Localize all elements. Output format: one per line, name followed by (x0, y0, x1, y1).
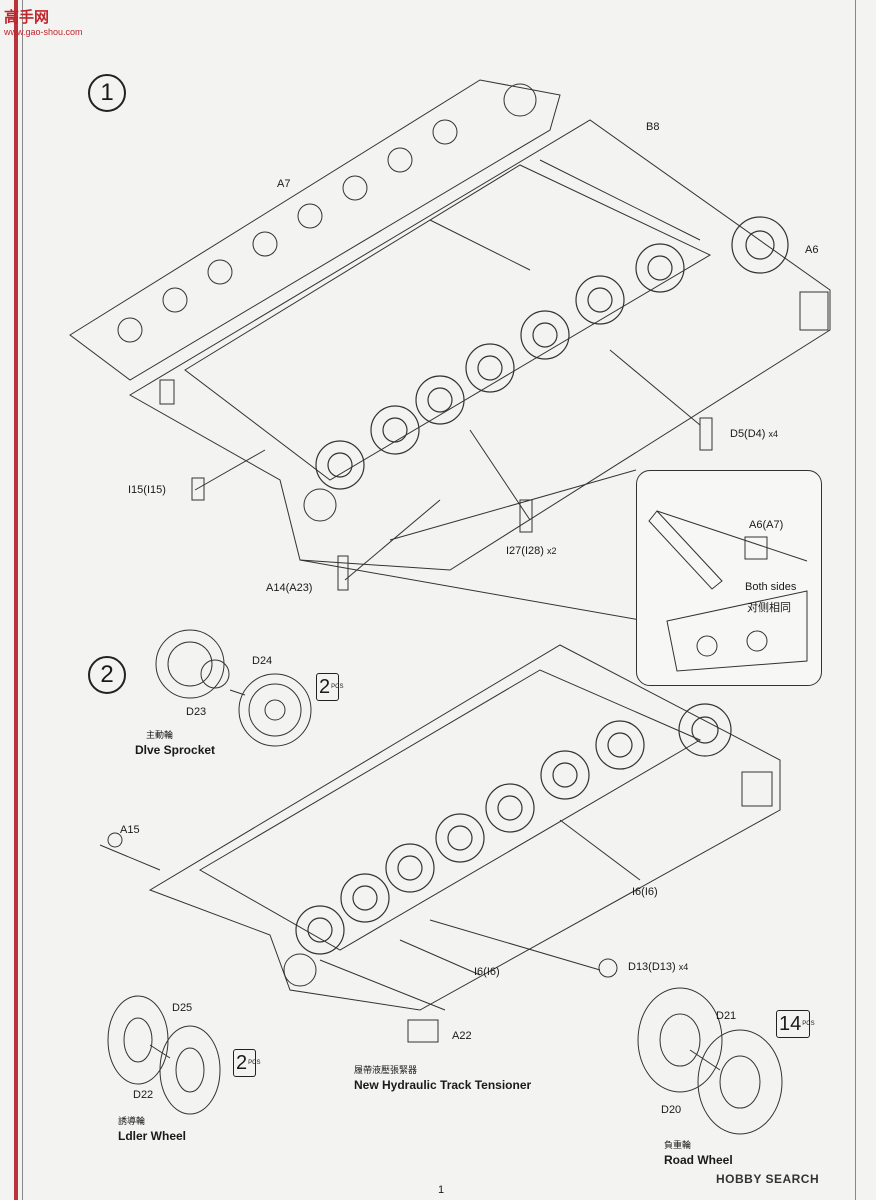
part-label-a7: A7 (277, 178, 291, 190)
roadwheel-caption-en: Road Wheel (664, 1153, 733, 1167)
inset-drawing (648, 510, 808, 672)
brand-watermark: HOBBY SEARCH (716, 1172, 820, 1186)
part-label-a6: A6 (805, 244, 819, 256)
idler-caption-cn: 誘導輪 (118, 1116, 146, 1126)
road-wheels-step1 (315, 216, 789, 490)
step-1-number: 1 (88, 74, 126, 112)
part-label-a14: A14(A23) (266, 582, 313, 594)
part-label-i15: I15(I15) (128, 484, 166, 496)
inset-detail: A6(A7) Both sides 对侧相同 (636, 470, 822, 686)
part-label-b8: B8 (646, 121, 660, 133)
inset-note-cn: 对侧相同 (747, 602, 791, 614)
sprocket-d23 (155, 629, 225, 699)
sprocket-hub-step1 (303, 488, 337, 522)
part-label-d22: D22 (133, 1089, 154, 1101)
binding-edge (14, 0, 18, 1200)
sprocket-caption-cn: 主動輪 (146, 730, 174, 740)
inset-part-label: A6(A7) (749, 519, 784, 531)
sprocket-hub-step2 (283, 953, 317, 987)
part-label-i27: I27(I28) x2 (506, 545, 557, 557)
part-label-i6-right: I6(I6) (632, 886, 658, 898)
sprocket-caption-en: Dlve Sprocket (135, 743, 216, 757)
part-label-a22: A22 (452, 1030, 472, 1042)
page-number: 1 (438, 1184, 445, 1196)
part-label-d13: D13(D13) x4 (628, 961, 689, 973)
return-rollers (117, 83, 537, 343)
hull-step1 (129, 119, 831, 571)
step-2-number: 2 (88, 656, 126, 694)
roadwheel-d20 (697, 1029, 783, 1135)
tensioner-caption-cn: 履帶液壓張緊器 (354, 1065, 418, 1075)
road-wheels-step2 (295, 703, 732, 955)
side-rail-a7 (69, 79, 561, 381)
part-label-i6-bottom: I6(I6) (474, 966, 500, 978)
hull-step2 (148, 644, 781, 1011)
roadwheel-d21 (637, 987, 723, 1093)
watermark-logo: 高手网 www.gao-shou.com (4, 9, 83, 37)
page-frame (22, 0, 856, 1200)
inset-note-en: Both sides (745, 581, 797, 593)
part-label-d24: D24 (252, 655, 273, 667)
idler-d22 (159, 1025, 221, 1115)
part-label-d20: D20 (661, 1104, 682, 1116)
roadwheel-caption-cn: 負重輪 (664, 1140, 692, 1150)
part-label-d5: D5(D4) x4 (730, 428, 779, 440)
idler-d25 (107, 995, 169, 1085)
tensioner-caption-en: New Hydraulic Track Tensioner (354, 1078, 532, 1092)
sprocket-d24 (238, 673, 312, 747)
part-label-d25: D25 (172, 1002, 193, 1014)
part-label-d21: D21 (716, 1010, 737, 1022)
idler-caption-en: Ldler Wheel (118, 1129, 187, 1143)
part-label-d23: D23 (186, 706, 207, 718)
part-label-a15: A15 (120, 824, 140, 836)
